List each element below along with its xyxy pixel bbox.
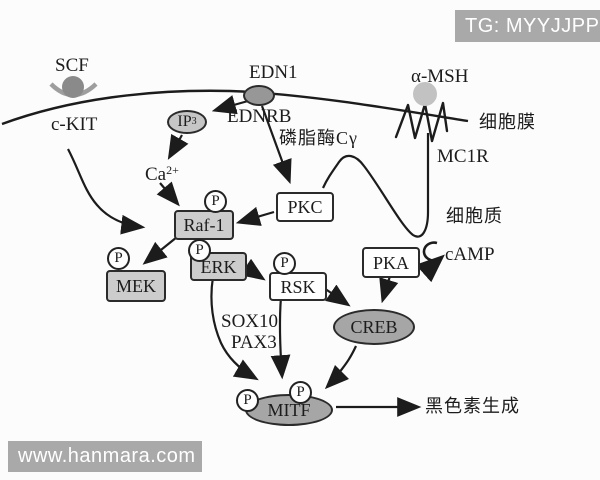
cytoplasm-label: 细胞质: [446, 206, 503, 226]
amsh-label: α-MSH: [411, 66, 469, 87]
scf-label: SCF: [55, 55, 89, 76]
erk-phospho-badge: P: [188, 239, 211, 262]
scf-ligand-dot: [62, 76, 84, 98]
amsh-ligand-dot: [413, 82, 437, 106]
arrow-ednrb-to-pkc: [260, 105, 292, 185]
camp-cycle-icon: [415, 241, 445, 283]
arrow-pka-to-creb: [379, 275, 399, 304]
arrow-ca-to-raf1: [156, 181, 180, 207]
ca-superscript: 2+: [166, 163, 179, 177]
arrow-creb-to-mitf: [324, 345, 357, 390]
arrow-pkc-to-raf1: [235, 206, 275, 226]
mc1r-label: MC1R: [437, 146, 489, 167]
raf1-node: Raf-1: [174, 210, 234, 240]
mitf-node: MITF: [245, 394, 333, 426]
arrow-erk-to-rsk: [240, 258, 266, 281]
arrow-ckit-to-raf1: [67, 148, 146, 235]
erk-node: ERK: [190, 252, 247, 281]
membrane-line: [1, 89, 469, 126]
ip3-base: IP: [177, 113, 192, 130]
membrane-label: 细胞膜: [479, 112, 536, 132]
arrow-erk-to-mitf: [210, 276, 259, 381]
ca-base: Ca: [145, 164, 167, 185]
ckit-label: c-KIT: [51, 114, 98, 135]
raf1-phospho-badge: P: [204, 190, 227, 213]
mc1r-to-camp-curve: [321, 133, 430, 238]
mitf-phospho-badge-left: P: [236, 389, 259, 412]
pax3-label: PAX3: [231, 332, 277, 353]
rsk-node: RSK: [269, 272, 327, 301]
arrow-rsk-to-mitf: [270, 296, 291, 380]
output-label: 黑色素生成: [425, 396, 520, 416]
ca-label: Ca2+: [145, 164, 179, 184]
mc1r-zigzag-icon: [394, 101, 449, 143]
ednrb-node: [243, 85, 275, 106]
arrow-ip3-to-ca: [167, 133, 189, 160]
mek-phospho-badge: P: [107, 247, 130, 270]
mek-node: MEK: [106, 270, 166, 302]
pka-node: PKA: [362, 247, 420, 278]
plc-gamma-label: 磷脂酶Cγ: [279, 128, 358, 148]
camp-label: cAMP: [445, 244, 495, 265]
ednrb-label: EDNRB: [227, 106, 292, 127]
rsk-phospho-badge: P: [273, 252, 296, 275]
watermark: www.hanmara.com: [8, 441, 202, 472]
sox10-label: SOX10: [221, 311, 279, 332]
edn1-label: EDN1: [249, 62, 298, 83]
arrow-rsk-to-creb: [323, 284, 351, 307]
creb-node: CREB: [333, 309, 415, 345]
arrow-raf1-to-mek: [142, 236, 178, 265]
pkc-node: PKC: [276, 192, 334, 222]
mitf-phospho-badge-top: P: [289, 381, 312, 404]
tg-badge: TG: MYYJJPP: [455, 10, 600, 42]
arrow-ednrb-to-ip3: [211, 95, 249, 115]
ip3-subscript: 3: [191, 116, 197, 127]
